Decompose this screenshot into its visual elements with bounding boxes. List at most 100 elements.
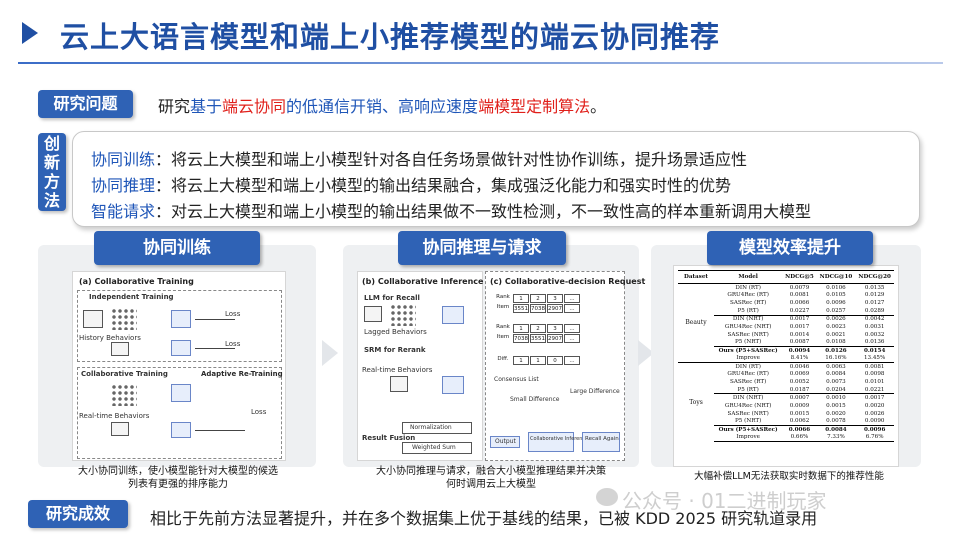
network-icon bbox=[390, 304, 416, 326]
problem-part2: 端云协同 bbox=[222, 97, 287, 116]
metric-cell: 0.0078 bbox=[826, 418, 846, 425]
lagged-label: Lagged Behaviors bbox=[364, 328, 427, 336]
model-cell: DIN (RT) bbox=[714, 283, 783, 292]
small-diff-label: Small Difference bbox=[510, 396, 560, 403]
normalization-box bbox=[402, 422, 472, 434]
rank-grid-bottom: Rank 1 2 3 ... Item 7038 3551 2907 ... bbox=[494, 324, 580, 343]
metric-cell: 0.0007 bbox=[782, 393, 817, 402]
item-cell: 7038 bbox=[530, 304, 546, 313]
problem-part4: 端模型定制算法 bbox=[478, 97, 591, 116]
efficiency-caption: 大幅补偿LLM无法获取实时数据下的推荐性能 bbox=[694, 471, 884, 482]
metric-cell: 0.0052 bbox=[789, 379, 810, 386]
normalization-label: Normalization bbox=[410, 424, 452, 431]
realtime-label: Real-time Behaviors bbox=[362, 366, 433, 374]
model-cell: P5 (RT) bbox=[737, 386, 759, 393]
collab-frame bbox=[77, 367, 282, 459]
metric-cell: 0.0046 bbox=[782, 361, 817, 371]
training-figure: (a) Collaborative Training Independent T… bbox=[72, 271, 286, 461]
table-header: NDCG@10 bbox=[816, 270, 856, 284]
output-box bbox=[490, 436, 520, 448]
metric-cell: 0.0126 bbox=[816, 346, 856, 355]
rank-grid-top: Rank 1 2 3 ... Item 3551 7038 2907 ... bbox=[494, 294, 580, 313]
metric-cell: 0.66% bbox=[782, 433, 817, 442]
rank-cell: ... bbox=[564, 294, 580, 303]
rank-cell: ... bbox=[564, 324, 580, 333]
fig-title: (b) Collaborative Inference bbox=[362, 277, 484, 286]
item-cell: ... bbox=[564, 304, 580, 313]
metric-cell: 0.0187 bbox=[789, 386, 810, 393]
metric-cell: 0.0098 bbox=[864, 371, 885, 378]
large-diff-label: Large Difference bbox=[570, 388, 620, 395]
metric-cell: 0.0221 bbox=[864, 386, 885, 393]
rank-cell: 3 bbox=[547, 324, 563, 333]
small-model-box bbox=[390, 376, 408, 392]
independent-frame bbox=[77, 290, 282, 362]
method-row-training: 协同训练：将云上大模型和端上小模型针对各自任务场景做针对性协作训练，提升场景适应… bbox=[91, 146, 747, 170]
diff-label: Diff. bbox=[497, 356, 509, 362]
metric-cell: 0.0084 bbox=[816, 425, 856, 434]
model-cell: DIN (NRT) bbox=[714, 314, 783, 323]
research-result-tag: 研究成效 bbox=[28, 500, 128, 528]
metric-cell: 0.0079 bbox=[782, 283, 817, 292]
metric-cell: 0.0017 bbox=[855, 393, 894, 402]
metric-cell: 0.0062 bbox=[789, 418, 810, 425]
metric-cell: 0.0010 bbox=[816, 393, 856, 402]
table-row: P5 (RT) 0.0187 0.0204 0.0221 bbox=[678, 386, 894, 394]
metric-cell: 0.0020 bbox=[826, 410, 846, 417]
metric-cell: 0.0026 bbox=[864, 410, 885, 417]
chevron-right-icon bbox=[638, 340, 654, 366]
model-cell: SASRec (NRT) bbox=[727, 410, 769, 417]
table-header: NDCG@5 bbox=[782, 270, 817, 284]
item-cell: 3551 bbox=[530, 334, 546, 343]
dataset-cell: Beauty bbox=[678, 283, 714, 363]
model-cell: Improve bbox=[736, 355, 760, 362]
metric-cell: 0.0066 bbox=[789, 300, 810, 307]
sequence-box bbox=[364, 306, 382, 322]
metric-cell: 0.0087 bbox=[789, 339, 810, 346]
method-term: 协同训练 bbox=[91, 150, 156, 169]
arrow bbox=[195, 430, 245, 431]
watermark: 公众号 · 01二进制玩家 bbox=[622, 489, 827, 513]
item-label: Item bbox=[496, 334, 510, 340]
output-label: Output bbox=[495, 438, 516, 445]
model-cell: Ours (P5+SASRec) bbox=[714, 425, 783, 434]
metric-cell: 0.0081 bbox=[855, 361, 894, 371]
training-caption: 大小协同训练，使小模型能针对大模型的候选列表有更强的排序能力 bbox=[78, 466, 278, 490]
model-cell: P5 (NRT) bbox=[735, 418, 762, 425]
srm-block bbox=[171, 340, 191, 356]
rank-cell: 1 bbox=[513, 324, 529, 333]
recall-again-label: Recall Again bbox=[585, 436, 619, 442]
model-cell: GRU4Rec (RT) bbox=[727, 292, 769, 299]
srm-label: SRM for Rerank bbox=[364, 346, 426, 354]
efficiency-tag: 模型效率提升 bbox=[707, 231, 873, 265]
diff-cell: 0 bbox=[547, 356, 563, 365]
rank-label: Rank bbox=[496, 324, 510, 330]
rank-cell: 3 bbox=[547, 294, 563, 303]
item-cell: 2907 bbox=[547, 334, 563, 343]
metric-cell: 0.0204 bbox=[826, 386, 846, 393]
title-bar: 云上大语言模型和端上小推荐模型的端云协同推荐 bbox=[0, 0, 960, 70]
method-desc: ：对云上大模型和端上小模型的输出结果做不一致性检测，不一致性高的样本重新调用大模… bbox=[155, 202, 812, 221]
metric-cell: 0.0094 bbox=[782, 346, 817, 355]
item-cell: 3551 bbox=[513, 304, 529, 313]
panel-training: (a) Collaborative Training Independent T… bbox=[38, 245, 316, 490]
metric-cell: 0.0063 bbox=[816, 361, 856, 371]
metric-cell: 0.0021 bbox=[826, 331, 846, 338]
collab-inference-label: Collaborative Inference bbox=[530, 436, 589, 442]
metric-cell: 0.0096 bbox=[826, 300, 846, 307]
results-table: Dataset Model NDCG@5 NDCG@10 NDCG@20 Bea… bbox=[678, 270, 894, 442]
fig-title: (c) Collaborative-decision Request bbox=[490, 277, 646, 286]
chevron-right-icon bbox=[322, 340, 338, 366]
model-cell: Ours (P5+SASRec) bbox=[714, 346, 783, 355]
loss-label: Loss bbox=[225, 310, 241, 318]
item-cell: ... bbox=[564, 334, 580, 343]
method-box: 协同训练：将云上大模型和端上小模型针对各自任务场景做针对性协作训练，提升场景适应… bbox=[72, 131, 920, 227]
diff-cell: 1 bbox=[513, 356, 529, 365]
metric-cell: 0.0127 bbox=[864, 300, 885, 307]
